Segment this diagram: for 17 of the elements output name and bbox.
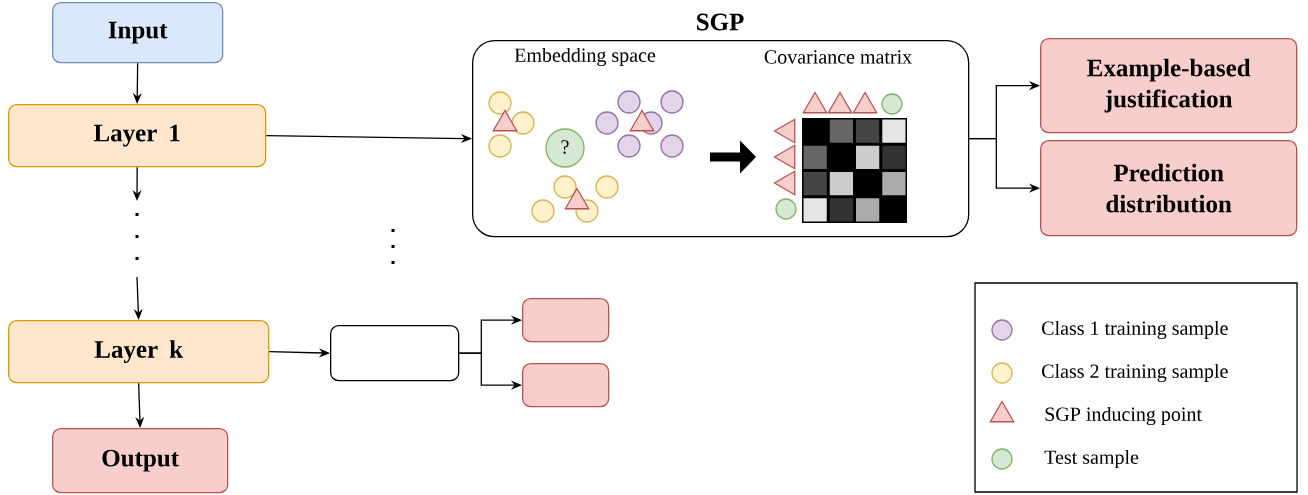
output-box: Example-based justification [1040,38,1298,134]
legend-label: Class 1 training sample [1042,320,1228,340]
layer-box: Layer k [8,320,270,384]
output-box [522,298,610,343]
question-mark: ? [561,140,569,154]
legend-label: Class 2 training sample [1042,363,1228,383]
input-box: Input [52,2,224,64]
layer-box: Layer 1 [8,104,267,168]
panel-heading: Embedding space [514,47,656,67]
process-box [330,325,460,382]
legend-label: SGP inducing point [1045,406,1202,426]
output-box: Output [52,428,229,494]
panel-heading: Covariance matrix [764,50,912,64]
output-box [522,363,610,408]
legend-label: Test sample [1044,449,1139,469]
box-heading: SGP [697,13,744,31]
output-box: Prediction distribution [1040,140,1298,237]
